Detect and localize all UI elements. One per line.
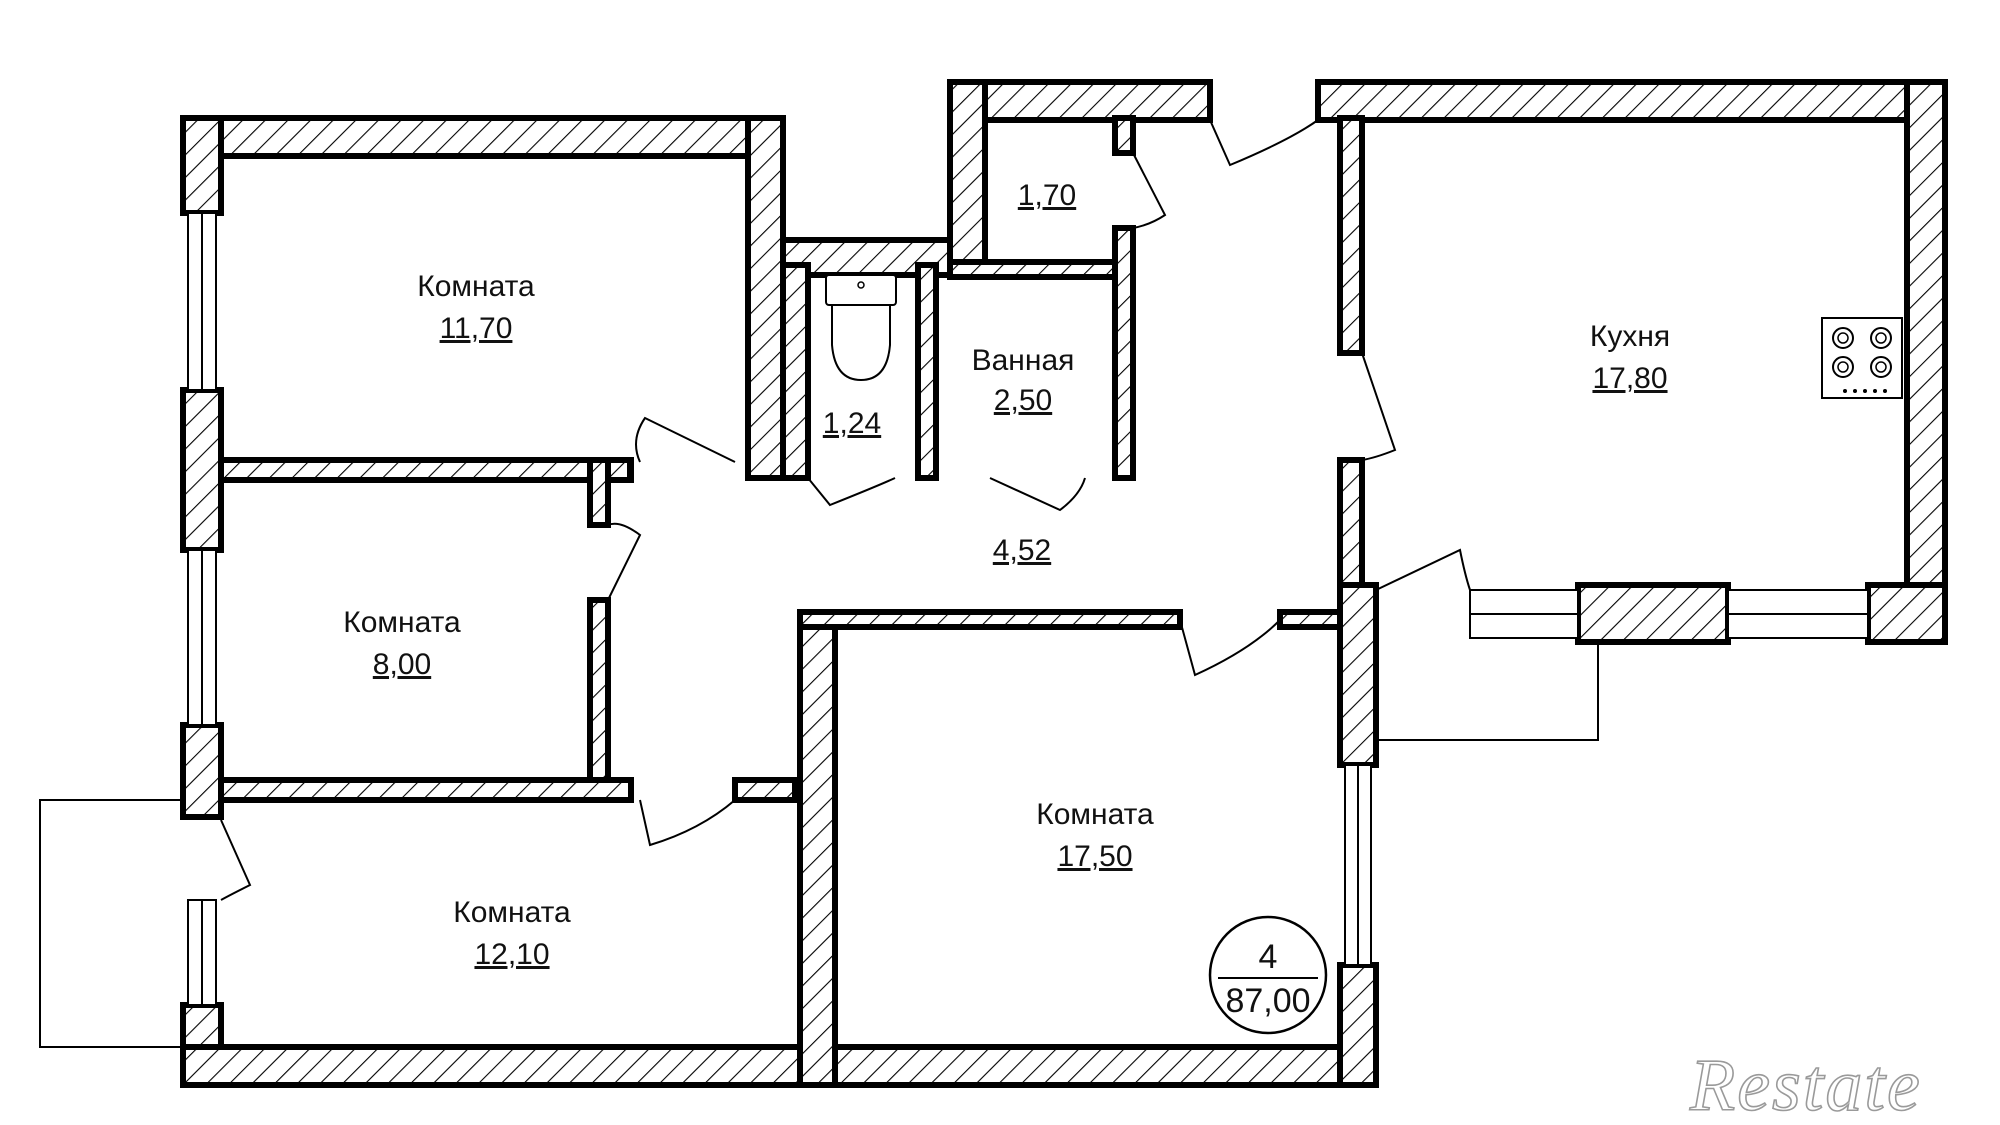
wall-top-left [180,115,786,159]
toilet-icon [825,274,897,382]
wall-room1-room2 [218,457,634,483]
hallway-area: 4,52 [993,534,1051,567]
door-kitchen-balcony [1375,548,1471,591]
balcony-kitchen [1376,642,1599,741]
wall-bath-right [1112,225,1136,481]
wall-left-mid [180,387,224,553]
badge-total-area: 87,00 [1225,982,1310,1020]
stove-icon [1821,317,1903,399]
wall-room4-left [797,609,838,1088]
room-1-area: 11,70 [440,312,513,345]
door-balcony-left [220,819,252,901]
wall-kitchen-right [1904,79,1948,645]
room-2-name: Комната [343,606,461,639]
wall-kitchen-left-top [1337,115,1365,356]
door-room2 [607,522,642,601]
wall-closet-top [947,79,1213,123]
door-kitchen [1361,352,1397,461]
room-4-name: Комната [1036,798,1154,831]
room-1-name: Комната [417,270,535,303]
windows [187,212,1869,1006]
door-room4 [1179,619,1281,677]
wall-room2-room3 [218,777,634,803]
bathroom-name: Ванная [972,344,1075,377]
wall-toilet-bath [915,262,939,481]
badge-circle [1208,915,1328,1035]
room-labels: Комната 11,70 Комната 8,00 Комната 12,10… [343,179,1670,971]
wall-closet-right-top [1112,115,1136,156]
room-2-area: 8,00 [373,648,431,681]
walls [180,79,1948,1088]
door-room1 [635,416,736,463]
wall-toilet-left [780,262,811,481]
watermark-logo: Restate [1689,1045,1922,1125]
wall-left-lower [180,722,224,820]
badge-rooms-count: 4 [1259,938,1278,976]
room-4-area: 17,50 [1057,840,1132,873]
wall-kitchen-top [1315,79,1948,123]
wall-closet-left [947,79,988,275]
wall-bottom [180,1044,1379,1088]
kitchen-area: 17,80 [1592,362,1667,395]
wall-kitchen-corner [1865,582,1948,645]
door-bathroom [989,477,1086,512]
wall-room4-top [797,609,1183,630]
closet-area: 1,70 [1018,179,1076,212]
room-3-area: 12,10 [474,938,549,971]
door-entrance [1209,119,1319,167]
doors [220,119,1471,901]
wall-room3-jamb [732,777,798,803]
balconies [39,642,1599,1048]
wall-left-top [180,115,224,216]
wall-closet-bottom [947,259,1133,280]
wall-room2-right [587,597,611,793]
wall-room4-right-bottom [1337,962,1379,1088]
door-closet [1132,152,1167,229]
wall-room4-right-top [1337,582,1379,768]
room-3-name: Комната [453,896,571,929]
toilet-area: 1,24 [823,407,881,440]
wall-room2-jamb-top [587,457,611,528]
bathroom-area: 2,50 [994,384,1052,417]
door-toilet [807,477,896,507]
wall-room4-top-right [1277,609,1343,630]
total-badge: 4 87,00 [1208,915,1328,1035]
wall-room1-right [745,115,786,481]
kitchen-name: Кухня [1590,320,1670,353]
balcony-left [39,799,183,1048]
wall-kitchen-bottom-pier [1575,582,1731,645]
door-room3 [639,799,736,847]
